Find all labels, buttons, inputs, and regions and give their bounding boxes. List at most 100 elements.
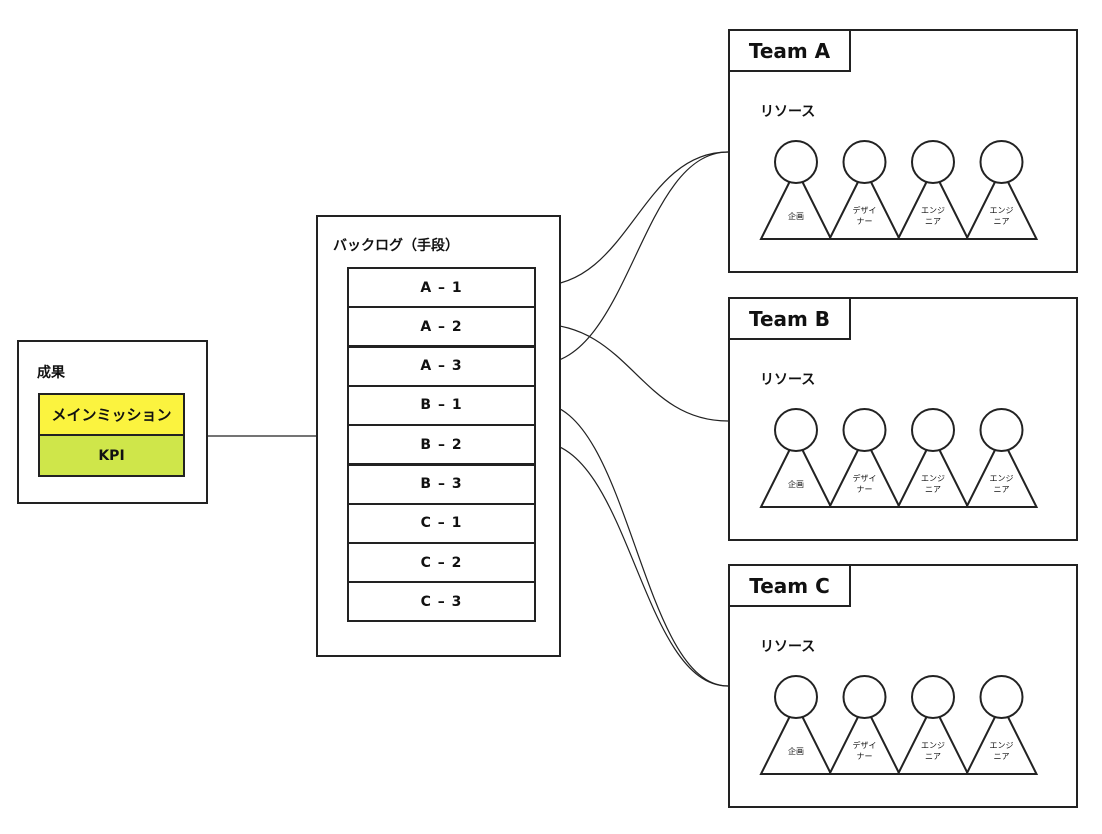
member-role-label: デザイ xyxy=(853,740,877,750)
backlog-item-label: C – 2 xyxy=(420,554,463,571)
person-head-icon xyxy=(774,675,818,719)
connector-a3-team-a xyxy=(537,151,729,365)
person-head-icon xyxy=(911,675,955,719)
member-role-label: ニア xyxy=(994,752,1010,761)
member-role-label: 企画 xyxy=(788,211,804,221)
member-role-label: ニア xyxy=(994,217,1010,226)
resource-label: リソース xyxy=(760,104,816,120)
backlog-item: B – 2 xyxy=(347,424,536,466)
connector-b1-team-c xyxy=(537,402,729,687)
person-head-icon xyxy=(911,140,955,184)
member-role-label: エンジ xyxy=(990,474,1014,483)
person-body-icon xyxy=(964,434,1039,508)
member-role-label: エンジ xyxy=(921,206,945,215)
person-body-icon xyxy=(896,434,970,508)
person-head-icon xyxy=(774,140,818,184)
backlog-title: バックログ（手段） xyxy=(333,238,459,254)
person-head-icon xyxy=(842,140,887,184)
person-head-icon xyxy=(979,140,1024,184)
kpi-cell: KPI xyxy=(38,434,185,477)
person-head-icon xyxy=(979,675,1024,719)
person-body-icon xyxy=(827,701,902,775)
team-name-tag: Team A xyxy=(728,29,851,72)
person-body-icon xyxy=(759,434,833,508)
person-body-icon xyxy=(896,166,970,240)
outcome-title: 成果 xyxy=(37,365,65,381)
team-member-figure: 企画 xyxy=(759,140,833,240)
person-body-icon xyxy=(827,166,902,240)
main-mission-label: メインミッション xyxy=(51,406,172,424)
member-role-label: ニア xyxy=(925,485,941,494)
team-member-figure: 企画 xyxy=(759,675,833,775)
resource-label: リソース xyxy=(760,372,816,388)
backlog-item: C – 1 xyxy=(347,502,536,544)
backlog-item-label: B – 2 xyxy=(420,436,463,453)
backlog-item-label: B – 3 xyxy=(420,476,463,492)
outcome-box: 成果 メインミッション KPI xyxy=(17,340,208,504)
resource-label: リソース xyxy=(760,639,816,655)
team-name: Team A xyxy=(748,38,831,63)
kpi-label: KPI xyxy=(98,447,125,464)
backlog-item: B – 1 xyxy=(347,384,536,426)
member-role-label: ニア xyxy=(925,217,941,226)
backlog-item-label: A – 3 xyxy=(420,358,463,375)
person-body-icon xyxy=(759,166,833,240)
person-head-icon xyxy=(842,408,887,452)
member-role-label: デザイ xyxy=(853,473,877,483)
person-head-icon xyxy=(979,408,1024,452)
backlog-item: A – 2 xyxy=(347,306,536,348)
member-role-label: エンジ xyxy=(990,741,1014,750)
backlog-item: A – 3 xyxy=(347,345,536,387)
team-member-figure: 企画 xyxy=(759,408,833,508)
member-role-label: ナー xyxy=(857,752,873,761)
person-body-icon xyxy=(964,701,1039,775)
person-body-icon xyxy=(896,701,970,775)
member-role-label: 企画 xyxy=(788,479,804,489)
backlog-item-label: B – 1 xyxy=(420,397,463,414)
member-role-label: ナー xyxy=(857,217,873,226)
backlog-item-label: A – 1 xyxy=(420,279,463,296)
member-role-label: 企画 xyxy=(788,746,804,756)
person-head-icon xyxy=(842,675,887,719)
backlog-item: A – 1 xyxy=(347,267,536,308)
backlog-item: C – 2 xyxy=(347,542,536,584)
member-role-label: ニア xyxy=(994,485,1010,494)
team-name: Team B xyxy=(748,306,831,331)
backlog-item-label: C – 1 xyxy=(420,515,463,532)
backlog-item-label: C – 3 xyxy=(420,593,463,610)
main-mission-cell: メインミッション xyxy=(38,393,185,436)
person-head-icon xyxy=(911,408,955,452)
connector-a1-team-a xyxy=(537,151,729,287)
member-role-label: デザイ xyxy=(853,205,877,215)
member-role-label: ナー xyxy=(857,485,873,494)
person-body-icon xyxy=(827,434,902,508)
team-name: Team C xyxy=(749,573,830,598)
connector-a2-team-b xyxy=(537,323,729,422)
team-name-tag: Team C xyxy=(728,564,851,607)
backlog-box: バックログ（手段） A – 1 A – 2 A – 3 B – 1 B – 2 B – 3… xyxy=(316,215,561,657)
backlog-item: B – 3 xyxy=(347,463,536,505)
team-name-tag: Team B xyxy=(728,297,851,340)
member-role-label: エンジ xyxy=(990,206,1014,215)
person-body-icon xyxy=(964,166,1039,240)
member-role-label: エンジ xyxy=(921,474,945,483)
member-role-label: エンジ xyxy=(921,741,945,750)
member-role-label: ニア xyxy=(925,752,941,761)
connector-b2-team-c xyxy=(537,441,729,687)
backlog-item: C – 3 xyxy=(347,581,536,623)
